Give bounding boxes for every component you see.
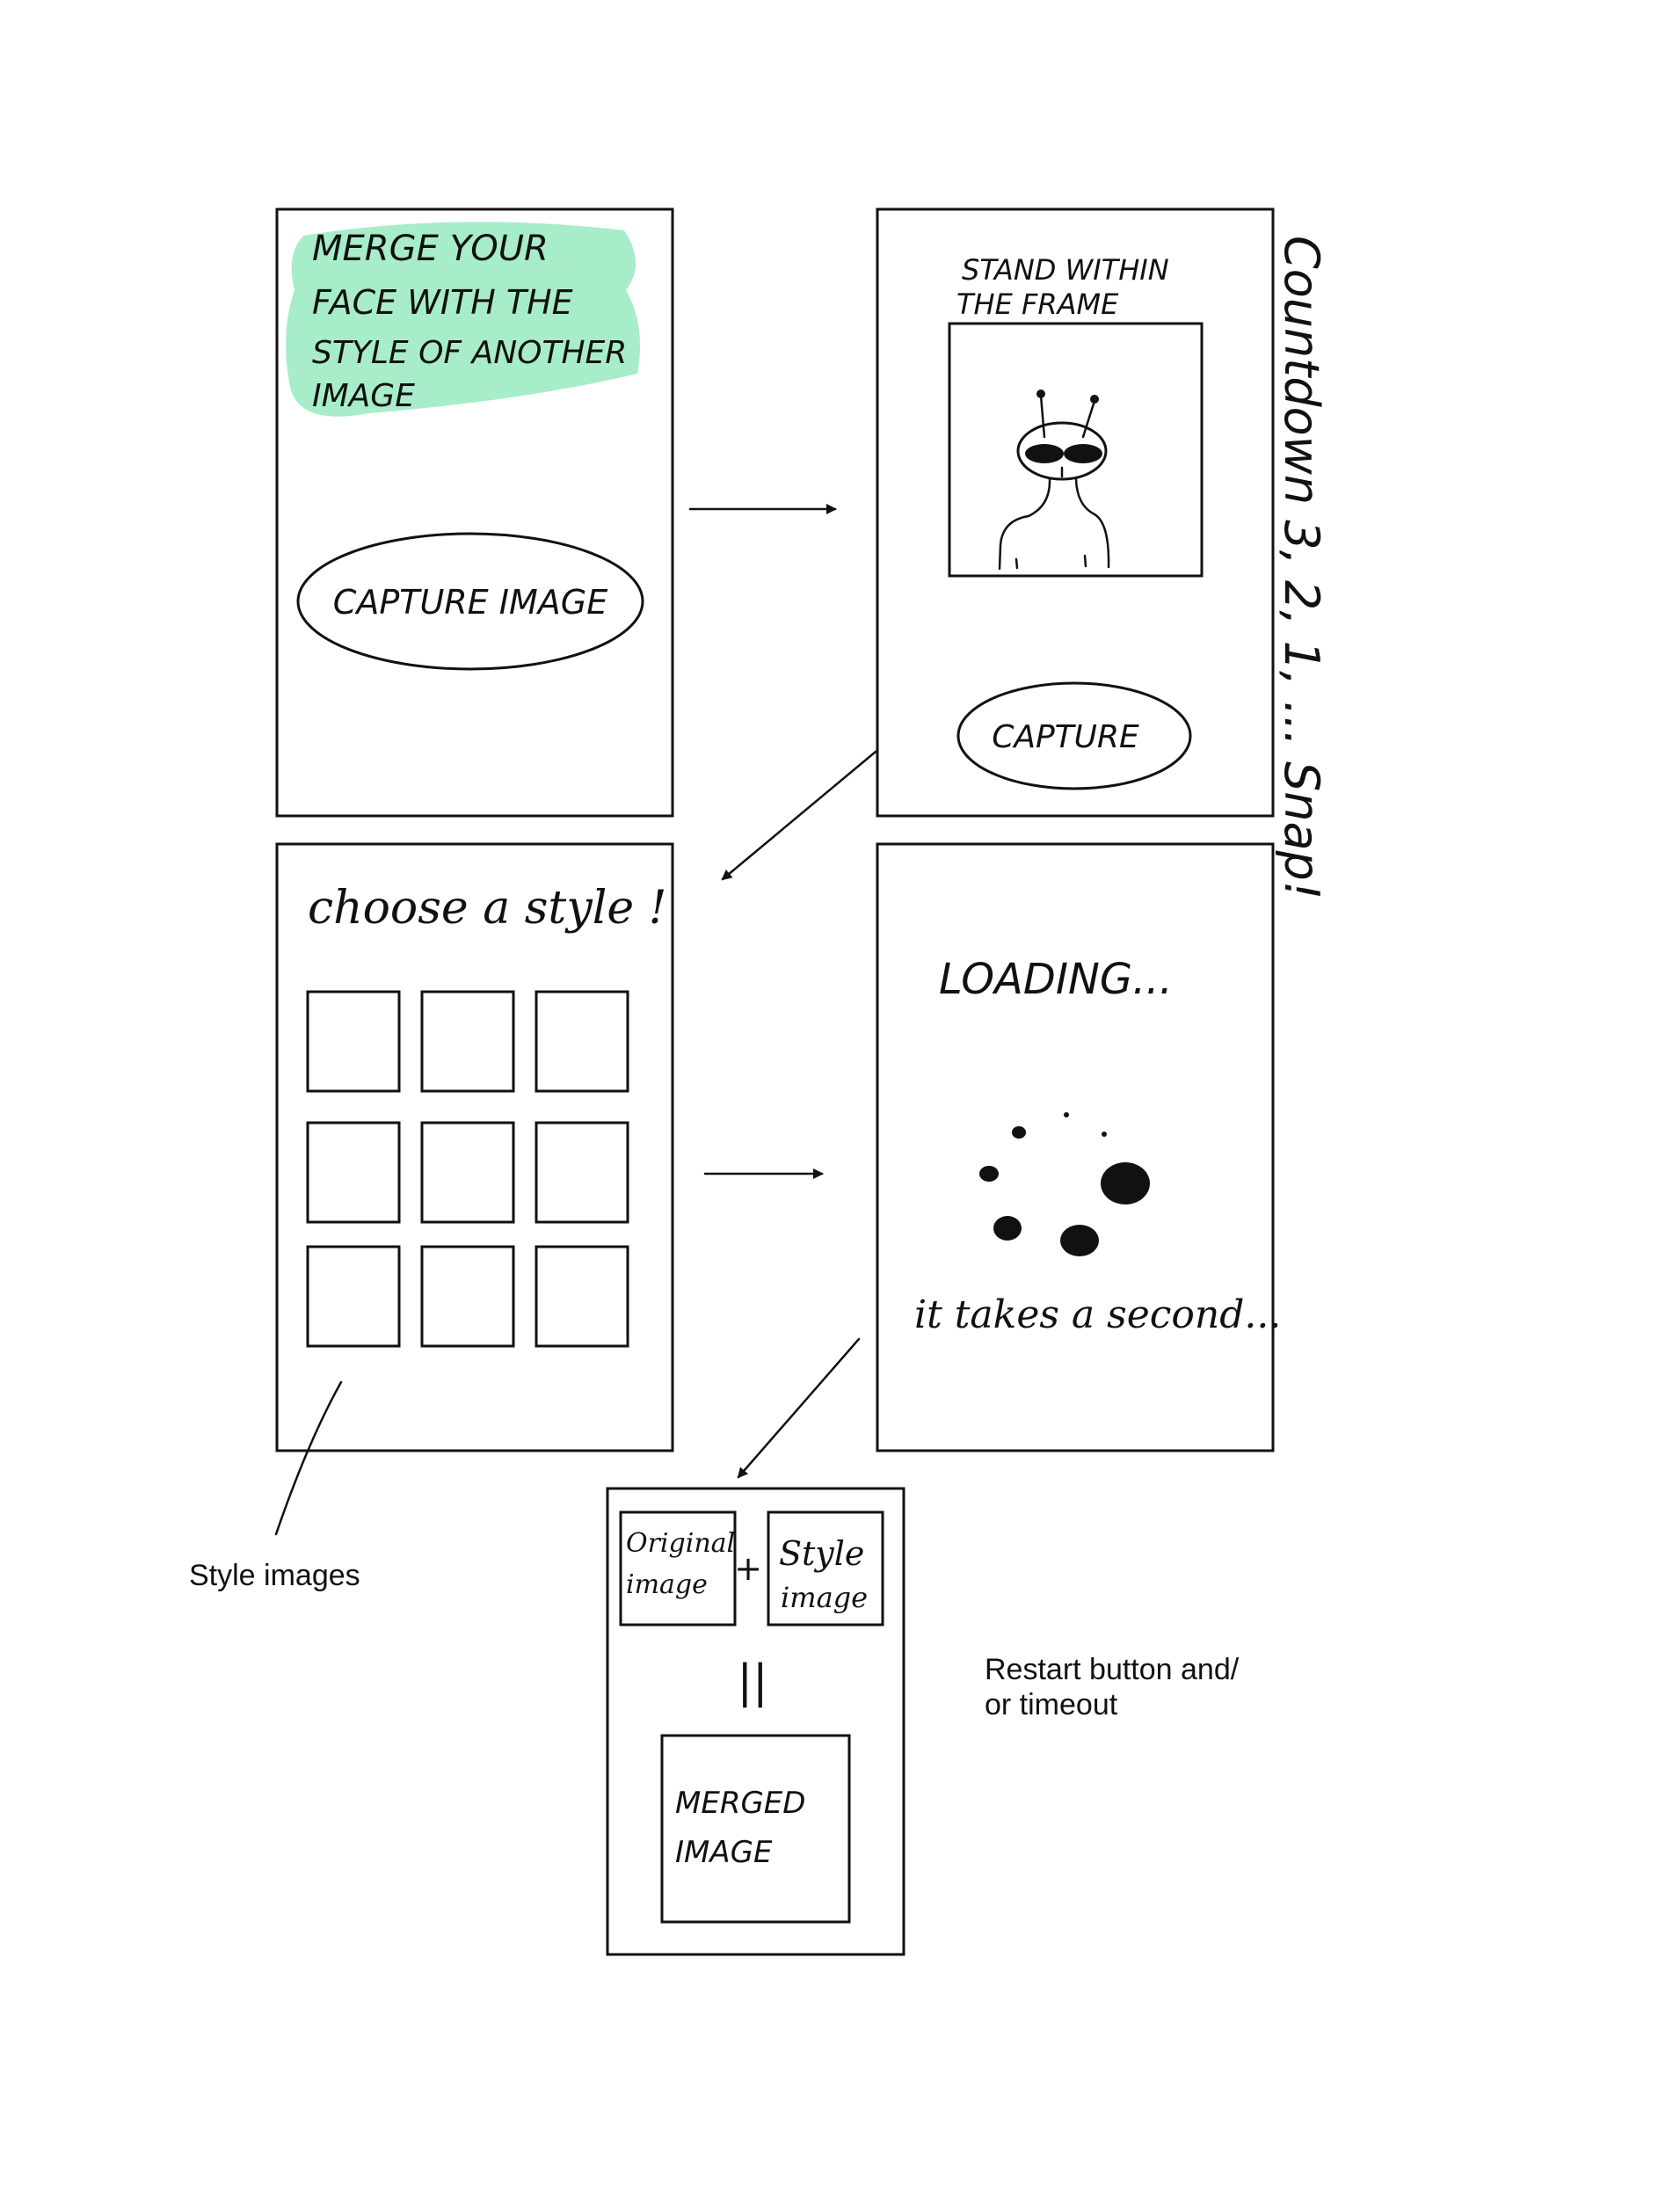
loading-title: LOADING... [939, 955, 1173, 1004]
style-image-label-line-2: image [781, 1581, 868, 1614]
headline-line-3: STYLE OF ANOTHER [312, 335, 627, 371]
capture-image-button-label: CAPTURE IMAGE [333, 583, 607, 622]
style-tile[interactable] [535, 1121, 629, 1224]
style-tile[interactable] [306, 1121, 401, 1224]
restart-annotation-line-2: or timeout [985, 1688, 1118, 1721]
headline-highlight [286, 222, 641, 417]
style-picker-screen-frame [275, 842, 674, 1452]
instruction-line-2: THE FRAME [956, 287, 1119, 321]
capture-image-button-outline[interactable] [296, 532, 644, 671]
style-tile[interactable] [306, 990, 401, 1093]
original-image-label-line-2: image [626, 1569, 708, 1600]
headline-line-2: FACE WITH THE [312, 283, 573, 322]
camera-screen: STAND WITHIN THE FRAME CAPTURE [876, 207, 1275, 818]
style-image-label-line-1: Style [779, 1534, 864, 1573]
style-tile[interactable] [420, 1245, 515, 1348]
result-screen: Original image + Style image || MERGED I… [606, 1487, 905, 1956]
capture-image-button[interactable]: CAPTURE IMAGE [296, 532, 644, 671]
capture-button[interactable]: CAPTURE [956, 681, 1192, 790]
capture-button-label: CAPTURE [992, 719, 1139, 755]
camera-preview-frame [948, 322, 1204, 578]
style-images-annotation: Style images [189, 1559, 360, 1592]
merged-image-label-line-2: IMAGE [675, 1835, 773, 1870]
alien-face-icon [998, 389, 1110, 571]
restart-annotation-line-1: Restart button and/ [985, 1653, 1240, 1686]
instruction-line-1: STAND WITHIN [962, 253, 1169, 287]
capture-button-outline[interactable] [956, 681, 1192, 790]
headline-line-1: MERGE YOUR [312, 229, 549, 269]
style-picker-title: choose a style ! [308, 882, 667, 935]
plus-sign: + [734, 1549, 762, 1588]
style-grid [306, 990, 629, 1348]
loading-screen: LOADING... it takes a second... [876, 842, 1281, 1452]
loading-screen-frame [876, 842, 1275, 1452]
welcome-screen-frame [275, 207, 674, 818]
arrow-loading-to-result [737, 1337, 861, 1479]
loading-subtitle: it takes a second... [914, 1292, 1281, 1337]
loading-spinner-icon [979, 1112, 1150, 1256]
countdown-annotation: Countdown 3, 2, 1, ... Snap! [1274, 236, 1329, 899]
merged-image-box [660, 1734, 851, 1924]
headline-line-4: IMAGE [312, 378, 415, 414]
merged-image-label-line-1: MERGED [675, 1786, 805, 1821]
style-image-box [767, 1510, 884, 1627]
style-images-pointer [274, 1380, 343, 1536]
original-image-label-line-1: Original [626, 1528, 735, 1559]
style-picker-screen: choose a style ! [275, 842, 674, 1452]
original-image-box [619, 1510, 737, 1627]
style-tile[interactable] [420, 1121, 515, 1224]
style-tile[interactable] [420, 990, 515, 1093]
welcome-screen: MERGE YOUR FACE WITH THE STYLE OF ANOTHE… [275, 207, 674, 818]
style-tile[interactable] [535, 990, 629, 1093]
arrow-camera-to-style-picker [721, 750, 877, 881]
camera-screen-frame [876, 207, 1275, 818]
result-screen-frame [606, 1487, 905, 1956]
equals-sign: || [737, 1656, 767, 1708]
style-tile[interactable] [535, 1245, 629, 1348]
style-tile[interactable] [306, 1245, 401, 1348]
